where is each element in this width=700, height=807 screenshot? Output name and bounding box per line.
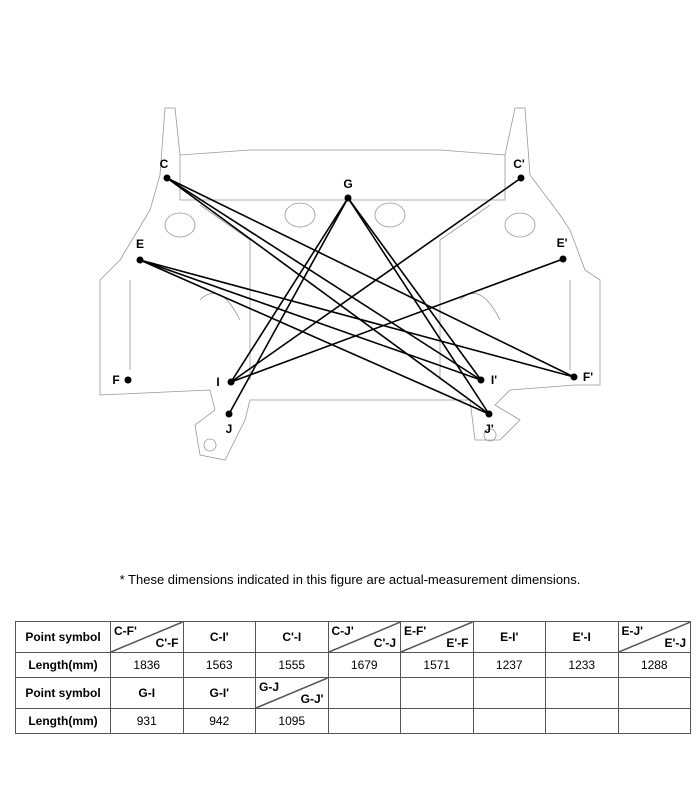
point-label: C' bbox=[513, 157, 525, 171]
symbol-top: C-J' bbox=[331, 624, 354, 638]
measure-line-G-J bbox=[228, 197, 349, 415]
point-label: E' bbox=[557, 236, 568, 250]
measurement-points: C C' G E E' F F' I I' J J' bbox=[112, 157, 593, 436]
measure-line-C-Ip bbox=[166, 177, 482, 381]
symbol-bottom: C'-F bbox=[155, 636, 179, 650]
point-label: J bbox=[226, 422, 233, 436]
point-marker bbox=[136, 256, 144, 264]
length-cell: 931 bbox=[110, 708, 184, 734]
row-header: Length(mm) bbox=[15, 708, 111, 734]
row-header: Length(mm) bbox=[15, 652, 111, 678]
length-cell: 1555 bbox=[255, 652, 329, 678]
point-marker bbox=[477, 376, 485, 384]
row-header: Point symbol bbox=[15, 677, 111, 709]
length-cell: 1679 bbox=[327, 652, 401, 678]
point-marker bbox=[559, 255, 567, 263]
empty-cell bbox=[545, 677, 619, 709]
point-symbol-cell: G-I' bbox=[182, 677, 256, 709]
measure-line-E-Fp bbox=[139, 259, 575, 378]
symbol-bottom: C'-J bbox=[373, 636, 396, 650]
point-symbol-cell: E-J' E'-J bbox=[617, 621, 691, 653]
point-symbol-cell: E'-I bbox=[545, 621, 619, 653]
empty-cell bbox=[545, 708, 619, 734]
measure-line-G-Jp bbox=[347, 197, 490, 415]
vehicle-body-outline bbox=[99, 107, 601, 461]
diagonal-divider bbox=[256, 678, 328, 708]
point-label: G bbox=[343, 177, 352, 191]
length-cell: 1563 bbox=[182, 652, 256, 678]
measurement-note: * These dimensions indicated in this fig… bbox=[119, 572, 581, 587]
length-cell: 1095 bbox=[255, 708, 329, 734]
length-cell: 942 bbox=[182, 708, 256, 734]
empty-cell bbox=[472, 708, 546, 734]
split-cell: C-F' C'-F bbox=[111, 622, 183, 652]
diagonal-divider bbox=[619, 622, 691, 652]
measure-line-C-Fp bbox=[166, 177, 575, 378]
point-symbol-cell: E-I' bbox=[472, 621, 546, 653]
symbol-bottom: G-J' bbox=[300, 692, 324, 706]
measure-line-E-Ip bbox=[139, 259, 482, 381]
measure-line-Ep-I bbox=[230, 258, 564, 383]
empty-cell bbox=[617, 708, 691, 734]
point-marker bbox=[344, 194, 352, 202]
point-label: J' bbox=[484, 422, 494, 436]
point-symbol-cell: G-J G-J' bbox=[255, 677, 329, 709]
point-symbol-cell: C'-I bbox=[255, 621, 329, 653]
point-symbol-cell: G-I bbox=[110, 677, 184, 709]
empty-cell bbox=[400, 677, 474, 709]
point-label: I bbox=[216, 375, 219, 389]
point-marker bbox=[225, 410, 233, 418]
point-symbol-cell: C-J' C'-J bbox=[327, 621, 401, 653]
point-symbol-cell: C-I' bbox=[182, 621, 256, 653]
point-label: E bbox=[136, 237, 144, 251]
measure-line-G-I bbox=[230, 197, 349, 383]
symbol-top: G-J bbox=[259, 680, 280, 694]
point-label: C bbox=[160, 157, 169, 171]
split-cell: C-J' C'-J bbox=[329, 622, 401, 652]
length-cell: 1288 bbox=[617, 652, 691, 678]
point-marker bbox=[570, 373, 578, 381]
point-marker bbox=[485, 410, 493, 418]
empty-cell bbox=[472, 677, 546, 709]
symbol-bottom: E'-J bbox=[664, 636, 686, 650]
split-cell: E-J' E'-J bbox=[619, 622, 691, 652]
point-symbol-cell: E-F' E'-F bbox=[400, 621, 474, 653]
body-measurement-diagram: C C' G E E' F F' I I' J J' bbox=[99, 107, 601, 461]
empty-cell bbox=[400, 708, 474, 734]
symbol-top: C-F' bbox=[114, 624, 137, 638]
measurement-lines bbox=[139, 177, 575, 415]
diagonal-divider bbox=[401, 622, 473, 652]
measure-line-Cp-I bbox=[230, 177, 522, 383]
symbol-top: E-F' bbox=[404, 624, 427, 638]
split-cell: E-F' E'-F bbox=[401, 622, 473, 652]
point-marker bbox=[124, 376, 132, 384]
empty-cell bbox=[617, 677, 691, 709]
point-marker bbox=[227, 378, 235, 386]
point-label: F' bbox=[583, 370, 593, 384]
point-marker bbox=[517, 174, 525, 182]
measure-line-C-Jp bbox=[166, 177, 490, 415]
measure-line-E-Jp bbox=[139, 259, 490, 415]
point-marker bbox=[163, 174, 171, 182]
empty-cell bbox=[327, 677, 401, 709]
length-cell: 1571 bbox=[400, 652, 474, 678]
diagonal-divider bbox=[111, 622, 183, 652]
point-symbol-cell: C-F' C'-F bbox=[110, 621, 184, 653]
length-cell: 1233 bbox=[545, 652, 619, 678]
row-header: Point symbol bbox=[15, 621, 111, 653]
symbol-top: E-J' bbox=[621, 624, 644, 638]
measure-line-G-Ip bbox=[347, 197, 482, 381]
point-label: I' bbox=[491, 373, 497, 387]
length-cell: 1836 bbox=[110, 652, 184, 678]
empty-cell bbox=[327, 708, 401, 734]
point-label: F bbox=[112, 373, 119, 387]
length-cell: 1237 bbox=[472, 652, 546, 678]
symbol-bottom: E'-F bbox=[446, 636, 469, 650]
diagonal-divider bbox=[329, 622, 401, 652]
split-cell: G-J G-J' bbox=[256, 678, 328, 708]
